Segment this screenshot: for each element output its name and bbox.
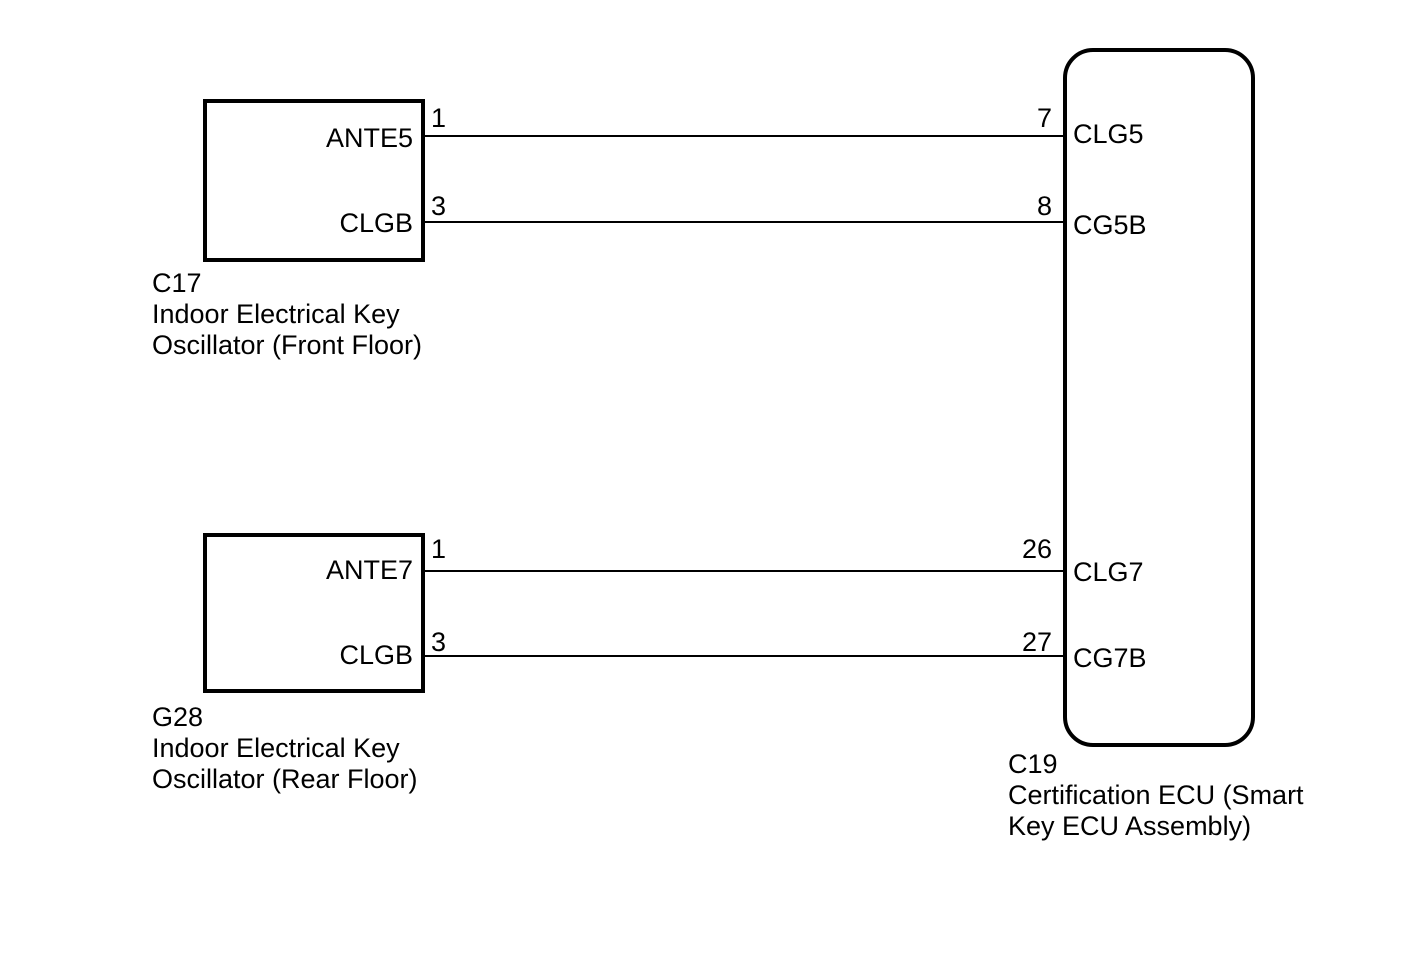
pin-label-clgb-c17: CLGB <box>339 208 413 238</box>
pin-label-cg7b: CG7B <box>1073 643 1147 673</box>
component-name-c17-line1: Indoor Electrical Key <box>152 299 400 329</box>
connector-code-c17: C17 <box>152 268 202 298</box>
component-name-g28-line1: Indoor Electrical Key <box>152 733 400 763</box>
component-name-c17-line2: Oscillator (Front Floor) <box>152 330 423 360</box>
pin-label-clgb-g28: CLGB <box>339 640 413 670</box>
pin-label-clg7: CLG7 <box>1073 557 1144 587</box>
wire-clgb-to-cg7b <box>425 655 1063 657</box>
pin-number-c19-8: 8 <box>1036 191 1052 221</box>
connector-code-g28: G28 <box>152 702 204 732</box>
caption-c17: C17 Indoor Electrical Key Oscillator (Fr… <box>152 268 422 361</box>
pin-number-c19-26: 26 <box>1021 534 1052 564</box>
wire-ante5-to-clg5 <box>425 135 1063 137</box>
pin-label-ante7: ANTE7 <box>325 555 413 585</box>
connector-box-c17: ANTE5 CLGB <box>203 99 425 262</box>
caption-c19: C19 Certification ECU (Smart Key ECU Ass… <box>1008 749 1304 842</box>
component-name-c19-line1: Certification ECU (Smart <box>1008 780 1304 810</box>
pin-number-g28-1: 1 <box>431 534 447 564</box>
component-name-g28-line2: Oscillator (Rear Floor) <box>152 764 418 794</box>
wire-clgb-to-cg5b <box>425 221 1063 223</box>
pin-label-cg5b: CG5B <box>1073 210 1147 240</box>
wire-ante7-to-clg7 <box>425 570 1063 572</box>
pin-number-g28-3: 3 <box>431 627 447 657</box>
pin-number-c17-3: 3 <box>431 191 447 221</box>
pin-number-c19-7: 7 <box>1036 103 1052 133</box>
pin-label-ante5: ANTE5 <box>325 123 413 153</box>
component-name-c19-line2: Key ECU Assembly) <box>1008 811 1252 841</box>
pin-number-c17-1: 1 <box>431 103 447 133</box>
connector-code-c19: C19 <box>1008 749 1058 779</box>
pin-number-c19-27: 27 <box>1021 627 1052 657</box>
connector-box-g28: ANTE7 CLGB <box>203 533 425 693</box>
pin-label-clg5: CLG5 <box>1073 119 1144 149</box>
connector-box-c19: CLG5 CG5B CLG7 CG7B <box>1063 48 1255 747</box>
caption-g28: G28 Indoor Electrical Key Oscillator (Re… <box>152 702 418 795</box>
